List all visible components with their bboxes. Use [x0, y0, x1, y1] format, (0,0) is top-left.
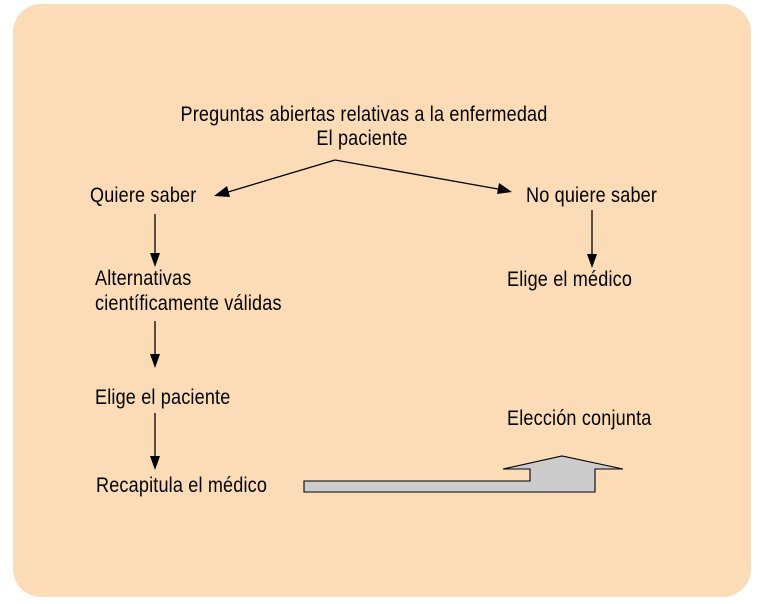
arrow-to-quiere-saber: [214, 159, 336, 197]
node-recapitula-medico: Recapitula el médico: [96, 474, 268, 497]
node-elige-paciente: Elige el paciente: [95, 386, 231, 409]
question-title-line1: Preguntas abiertas relativas a la enferm…: [180, 103, 548, 126]
node-alternativas-line1: Alternativas: [95, 267, 192, 290]
arrow-to-no-quiere-saber: [334, 159, 512, 194]
node-alternativas-line2: científicamente válidas: [95, 292, 282, 315]
node-quiere-saber: Quiere saber: [90, 184, 197, 207]
question-title-line2: El paciente: [316, 127, 408, 150]
node-elige-medico: Elige el médico: [507, 268, 633, 291]
arrow-to-elige-medico: [587, 210, 597, 268]
arrow-to-alternativas: [150, 214, 160, 267]
node-eleccion-conjunta: Elección conjunta: [507, 407, 652, 430]
big-arrow-to-eleccion-conjunta: [303, 455, 624, 493]
node-no-quiere-saber: No quiere saber: [526, 184, 658, 207]
diagram-panel: [13, 4, 751, 597]
arrow-to-recapitula: [150, 413, 160, 470]
arrow-to-elige-paciente: [150, 321, 160, 368]
